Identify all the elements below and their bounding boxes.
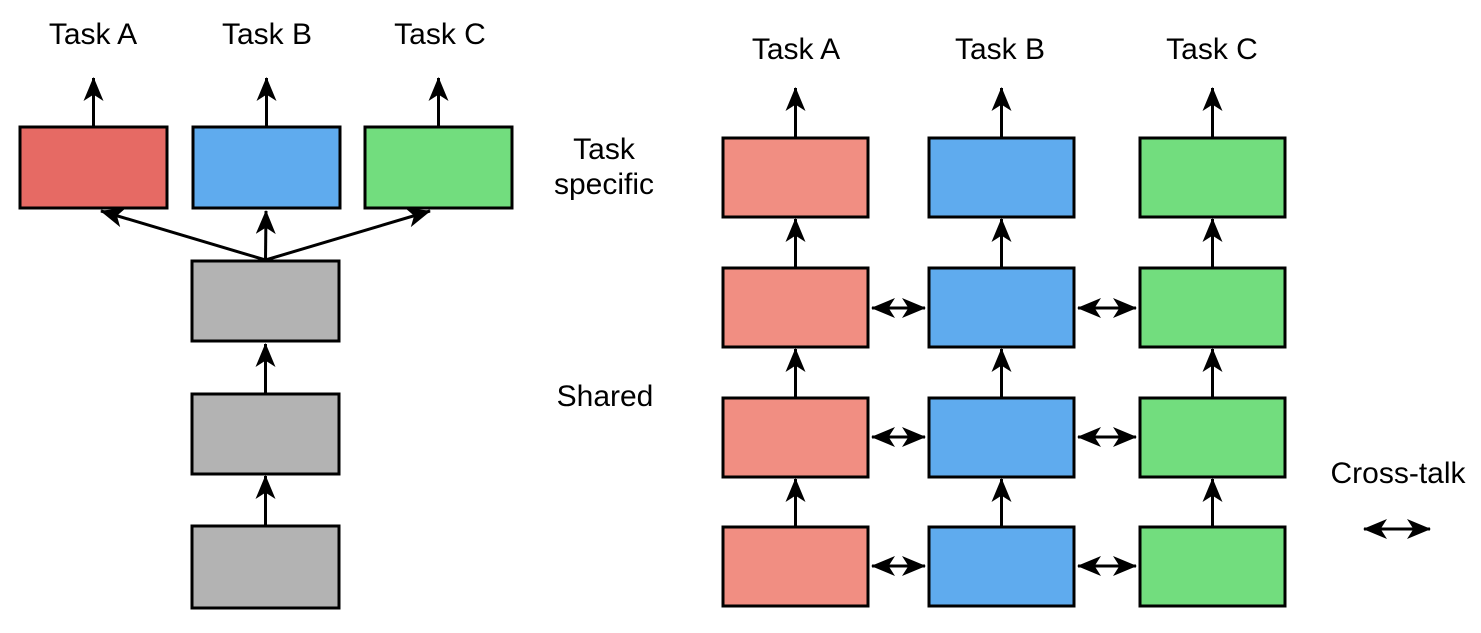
right-task-b-box-row3 xyxy=(927,396,1076,479)
left-task-a-label: Task A xyxy=(48,18,138,51)
left-diagram xyxy=(18,77,514,610)
right-task-a-box-row2 xyxy=(721,266,870,349)
right-task-c-box-row3 xyxy=(1138,396,1287,479)
left-task-b-label: Task B xyxy=(221,18,313,51)
right-task-a-box-row4 xyxy=(721,525,870,608)
left-fan-arrow-c xyxy=(265,207,431,262)
right-task-b-box-row2 xyxy=(927,266,1076,349)
right-task-a-label: Task A xyxy=(751,33,841,66)
left-shared-box-3 xyxy=(190,524,341,610)
right-diagram xyxy=(721,87,1287,608)
shared-label: Shared xyxy=(556,380,654,413)
right-task-b-box-row1 xyxy=(927,136,1076,219)
left-fan-arrow-a xyxy=(100,207,266,262)
task-specific-label-line1: Task xyxy=(573,133,635,166)
left-shared-box-2 xyxy=(190,392,341,476)
task-specific-label: Task specific xyxy=(554,132,654,202)
left-task-c-box xyxy=(363,125,514,210)
right-task-a-box-row3 xyxy=(721,396,870,479)
right-task-a-box-row1 xyxy=(721,136,870,219)
right-task-c-label: Task C xyxy=(1166,33,1258,66)
left-task-b-box xyxy=(191,125,342,210)
task-specific-label-line2: specific xyxy=(553,168,655,201)
right-task-b-box-row4 xyxy=(927,525,1076,608)
cross-talk-legend-label: Cross-talk xyxy=(1330,457,1466,490)
right-task-c-box-row4 xyxy=(1138,525,1287,608)
right-task-c-box-row1 xyxy=(1138,136,1287,219)
left-fan-arrow-b xyxy=(255,210,276,261)
left-task-a-box xyxy=(18,125,169,210)
left-task-c-label: Task C xyxy=(394,18,486,51)
left-shared-box-1 xyxy=(190,259,341,343)
right-task-b-label: Task B xyxy=(954,33,1046,66)
right-task-c-box-row2 xyxy=(1138,266,1287,349)
